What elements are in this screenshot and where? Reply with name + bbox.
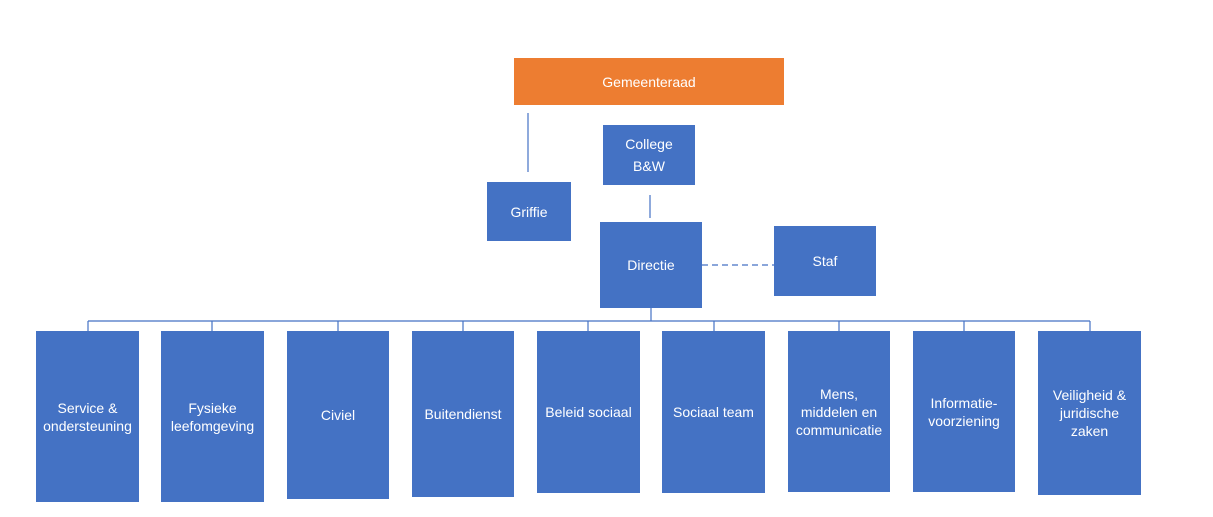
node-directie: Directie	[600, 222, 702, 308]
node-department: Mens, middelen en communicatie	[788, 331, 890, 492]
node-department-label: Beleid sociaal	[545, 404, 632, 420]
node-department: Civiel	[287, 331, 389, 499]
node-department: Buitendienst	[412, 331, 514, 497]
node-department: Beleid sociaal	[537, 331, 640, 493]
node-department-label: Sociaal team	[673, 404, 754, 420]
node-griffie-label: Griffie	[510, 203, 548, 220]
node-department-label: Civiel	[320, 407, 356, 423]
node-gemeenteraad: Gemeenteraad	[514, 58, 784, 105]
node-griffie: Griffie	[487, 182, 571, 241]
node-department-label: Buitendienst	[424, 406, 502, 422]
node-directie-label: Directie	[627, 257, 675, 273]
node-college-label: College B&W	[625, 136, 673, 174]
node-staf-label: Staf	[812, 253, 838, 269]
node-department-label: Veiligheid & juridische zaken	[1052, 387, 1127, 439]
node-department: Informatie- voorziening	[913, 331, 1015, 492]
node-department-label: Service & ondersteuning	[43, 399, 132, 434]
node-department: Fysieke leefomgeving	[161, 331, 264, 502]
node-department: Service & ondersteuning	[36, 331, 139, 502]
node-staf: Staf	[774, 226, 876, 296]
node-department-label: Mens, middelen en communicatie	[795, 385, 883, 438]
node-department-label: Fysieke leefomgeving	[170, 399, 255, 434]
node-college: College B&W	[603, 125, 695, 185]
node-department: Veiligheid & juridische zaken	[1038, 331, 1141, 495]
node-department: Sociaal team	[662, 331, 765, 493]
node-gemeenteraad-label: Gemeenteraad	[602, 73, 696, 90]
node-department-label: Informatie- voorziening	[928, 394, 1000, 429]
